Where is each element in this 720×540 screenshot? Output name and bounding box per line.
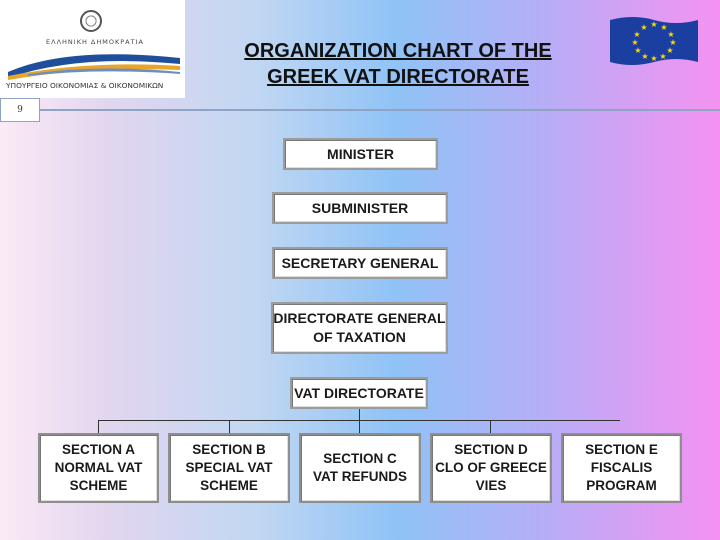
section-e-box: SECTION E FISCALIS PROGRAM <box>561 433 682 503</box>
svg-text:★: ★ <box>641 52 648 61</box>
slide-number: 9 <box>0 98 40 122</box>
ministry-logo: ΕΛΛΗΝΙΚΗ ΔΗΜΟΚΡΑΤΙΑ ΥΠΟΥΡΓΕΙΟ ΟΙΚΟΝΟΜΙΑΣ… <box>0 0 185 98</box>
svg-text:★: ★ <box>660 23 667 32</box>
section-b-box: SECTION B SPECIAL VAT SCHEME <box>168 433 290 503</box>
header-bar: 9 <box>0 98 720 122</box>
title-line-2: GREEK VAT DIRECTORATE <box>267 66 529 88</box>
directorate-general-box: DIRECTORATE GENERAL OF TAXATION <box>271 302 448 354</box>
section-c-box: SECTION C VAT REFUNDS <box>299 433 421 503</box>
vat-directorate-box: VAT DIRECTORATE <box>290 377 428 409</box>
svg-text:★: ★ <box>667 30 674 39</box>
svg-text:★: ★ <box>659 52 666 61</box>
connector-c <box>359 409 360 434</box>
svg-text:★: ★ <box>633 30 640 39</box>
section-a-box: SECTION A NORMAL VAT SCHEME <box>38 433 159 503</box>
logo-bottom-text: ΥΠΟΥΡΓΕΙΟ ΟΙΚΟΝΟΜΙΑΣ & ΟΙΚΟΝΟΜΙΚΩΝ <box>6 81 164 90</box>
page-title: ORGANIZATION CHART OF THE GREEK VAT DIRE… <box>198 38 598 90</box>
title-line-1: ORGANIZATION CHART OF THE <box>244 40 552 62</box>
connector-b <box>229 420 230 434</box>
minister-box: MINISTER <box>283 138 438 170</box>
section-d-box: SECTION D CLO OF GREECE VIES <box>430 433 552 503</box>
header-divider <box>40 109 720 111</box>
connector-d <box>490 420 491 434</box>
logo-top-text: ΕΛΛΗΝΙΚΗ ΔΗΜΟΚΡΑΤΙΑ <box>46 38 144 46</box>
svg-text:★: ★ <box>666 46 673 55</box>
eu-flag-icon: ★ ★ ★ ★ ★ ★ ★ ★ ★ ★ ★ ★ <box>610 17 698 65</box>
svg-text:★: ★ <box>650 54 657 63</box>
swoosh-icon <box>8 54 180 80</box>
subminister-box: SUBMINISTER <box>272 192 448 224</box>
secretary-general-box: SECRETARY GENERAL <box>272 247 448 279</box>
svg-text:★: ★ <box>634 46 641 55</box>
greek-seal-icon <box>80 10 102 32</box>
svg-text:★: ★ <box>650 20 657 29</box>
svg-text:★: ★ <box>669 38 676 47</box>
svg-text:★: ★ <box>640 23 647 32</box>
svg-text:★: ★ <box>631 38 638 47</box>
connector-a <box>98 420 99 434</box>
